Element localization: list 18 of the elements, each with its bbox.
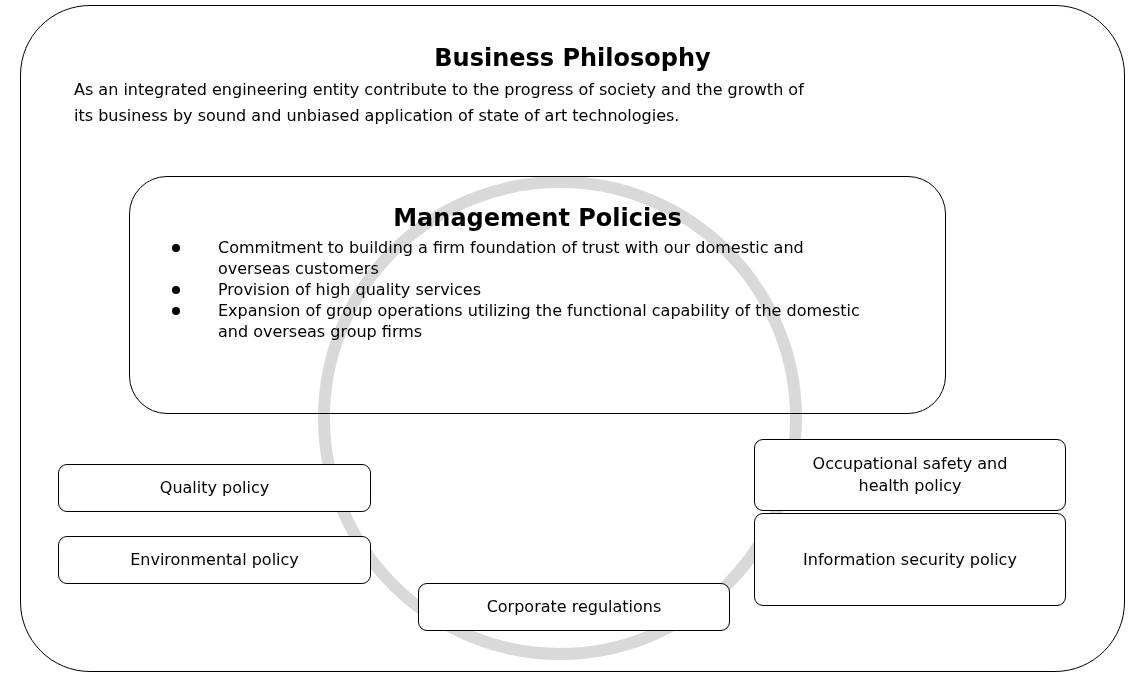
policy-panel xyxy=(129,176,946,414)
policy-box xyxy=(754,439,1066,511)
heading: Management Policies xyxy=(392,204,683,232)
box-label: Occupational safety and health policy xyxy=(811,453,1009,497)
list-item: Commitment to building a firm foundation of trust with our domestic and overseas customers xyxy=(218,237,805,279)
paragraph: As an integrated engineering entity contribute to the progress of society and the growth of its business by sound and unbiased application of state of art technologies. xyxy=(74,79,804,127)
box-label: Environmental policy xyxy=(129,549,300,571)
list-item: Expansion of group operations utilizing the functional capability of the domestic and overseas group firms xyxy=(218,300,860,342)
policy-box xyxy=(58,464,371,512)
list-item: Provision of high quality services xyxy=(218,279,482,300)
box-label: Information security policy xyxy=(802,548,1018,571)
outer-panel xyxy=(20,5,1125,672)
heading: Business Philosophy xyxy=(433,44,712,72)
policy-box xyxy=(754,513,1066,606)
policy-box xyxy=(58,536,371,584)
policy-box xyxy=(418,583,730,631)
box-label: Corporate regulations xyxy=(485,596,663,618)
box-label: Quality policy xyxy=(158,477,271,499)
